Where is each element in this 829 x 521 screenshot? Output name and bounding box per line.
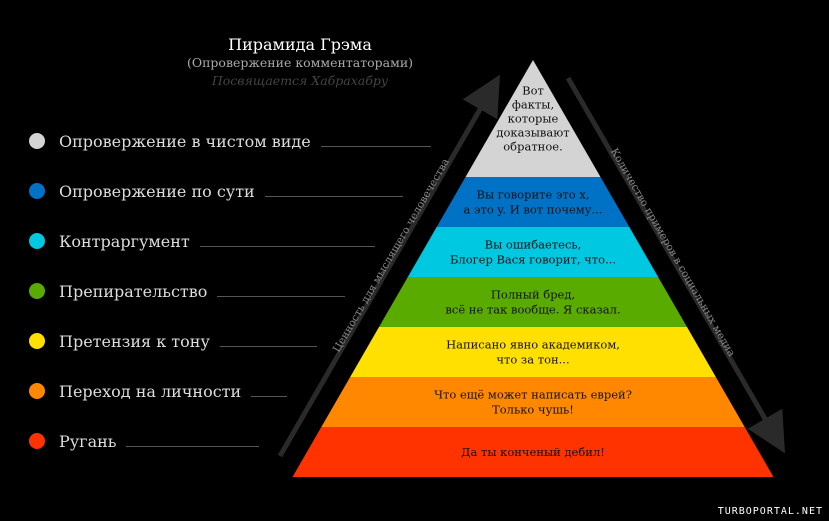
legend-item: Опровержение по сути: [29, 181, 403, 201]
pyramid-band-text: факты,: [512, 98, 554, 112]
pyramid-band: [321, 377, 745, 427]
legend-dot-icon: [29, 383, 45, 399]
legend-leader-line: [251, 395, 287, 397]
pyramid-band-text: Полный бред,: [491, 288, 575, 302]
pyramid-band-text: Вот: [522, 84, 544, 98]
legend-label: Препирательство: [59, 281, 208, 301]
pyramid-band-text: доказывают: [496, 126, 569, 140]
pyramid-band: [379, 277, 687, 327]
legend-leader-line: [264, 195, 403, 197]
pyramid-band-text: всё не так вообще. Я сказал.: [445, 303, 620, 317]
legend-item: Претензия к тону: [29, 331, 317, 351]
legend-leader-line: [320, 145, 431, 147]
diagram-subtitle: (Опровержение комментаторами): [186, 55, 414, 70]
legend-leader-line: [219, 345, 317, 347]
legend-leader-line: [199, 245, 375, 247]
pyramid-band-text: Блогер Вася говорит, что...: [450, 253, 616, 267]
legend-dot-icon: [29, 183, 45, 199]
legend-label: Претензия к тону: [59, 331, 210, 351]
legend-leader-line: [126, 445, 259, 447]
legend-leader-line: [217, 295, 345, 297]
diagram-dedication: Посвящается Хабрахабру: [211, 73, 389, 88]
legend-item: Контраргумент: [29, 231, 375, 251]
legend-dot-icon: [29, 233, 45, 249]
diagram-title: Пирамида Грэма: [228, 35, 372, 54]
pyramid-band: [407, 227, 659, 277]
pyramid-band-text: Вы говорите это x,: [477, 188, 590, 202]
legend-dot-icon: [29, 333, 45, 349]
pyramid-band-text: Да ты конченый дебил!: [461, 445, 605, 459]
pyramid-band: [465, 60, 601, 177]
legend-item: Ругань: [29, 431, 259, 451]
legend-item: Препирательство: [29, 281, 345, 301]
legend-label: Опровержение по сути: [59, 181, 255, 201]
pyramid-band-text: что за тон...: [496, 353, 569, 367]
pyramid-band: [292, 427, 774, 477]
pyramid-band-text: Только чушь!: [492, 403, 574, 417]
pyramid-band-text: а это y. И вот почему...: [464, 203, 603, 217]
legend-dot-icon: [29, 283, 45, 299]
pyramid-band-text: которые: [508, 112, 559, 126]
legend-dot-icon: [29, 433, 45, 449]
right-arrow: [565, 76, 786, 454]
watermark: TURBOPORTAL.NET: [717, 506, 823, 517]
legend-item: Опровержение в чистом виде: [29, 131, 431, 151]
legend-label: Контраргумент: [59, 231, 190, 251]
legend-item: Переход на личности: [29, 381, 287, 401]
pyramid-band-text: Написано явно академиком,: [446, 338, 620, 352]
legend-label: Опровержение в чистом виде: [59, 131, 311, 151]
legend-dot-icon: [29, 133, 45, 149]
pyramid-band-text: обратное.: [503, 140, 562, 154]
pyramid-band-text: Вы ошибаетесь,: [485, 238, 582, 252]
left-arrow: [277, 74, 500, 458]
legend-label: Переход на личности: [59, 381, 242, 401]
pyramid-band-text: Что ещё может написать еврей?: [434, 388, 632, 402]
pyramid-band: [350, 327, 716, 377]
legend-label: Ругань: [59, 431, 117, 451]
pyramid-band: [436, 177, 630, 227]
